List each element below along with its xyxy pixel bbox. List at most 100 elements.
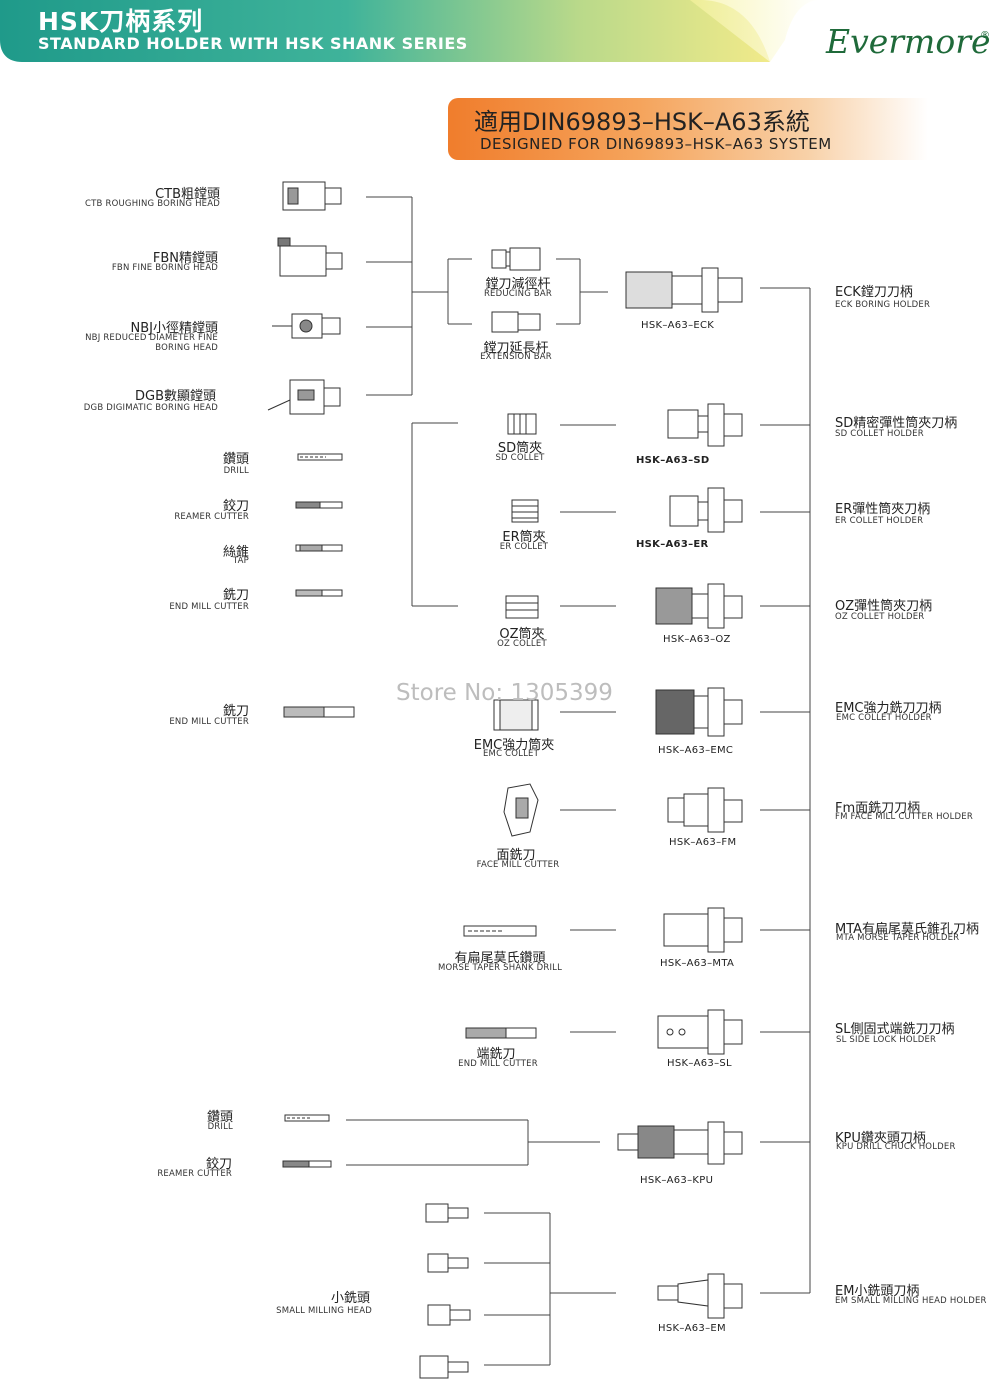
er-collet-label-en: ER COLLET [499,542,549,552]
er-collet-label-cn: ER筒夾 [502,530,546,545]
model-kpu: HSK–A63–KPU [640,1175,714,1186]
fbn-head-icon [277,237,343,277]
brand-logo: Evermore [826,22,991,61]
nbj-label-en2: BORING HEAD [155,343,218,353]
hsk-er-holder-icon [669,487,743,533]
holder-mta-en: MTA MORSE TAPER HOLDER [836,933,960,943]
dgb-label-cn: DGB數顯鏜頭 [134,389,216,404]
reamer2-label-cn: 鉸刀 [205,1157,232,1172]
holder-eck-cn: ECK鏜刀刀柄 [835,285,913,300]
emc-collet-label-en: EMC COLLET [482,749,539,759]
fbn-label-en: FBN FINE BORING HEAD [111,263,218,273]
reamer-label-cn: 鉸刀 [222,499,249,514]
nbj-label-cn: NBJ小徑精鏜頭 [130,321,218,336]
smallmill-label-en: SMALL MILLING HEAD [276,1306,372,1316]
hsk-eck-holder-icon [625,267,743,313]
er-collet-icon [511,499,539,523]
extension-bar-label-cn: 鏜刀延長杆 [483,341,549,356]
model-emc: HSK–A63–EMC [658,745,734,756]
sd-collet-label-en: SD COLLET [495,453,545,463]
holder-er-cn: ER彈性筒夾刀柄 [835,502,931,517]
hsk-sl-holder-icon [657,1009,743,1055]
holder-em-cn: EM小銑頭刀柄 [835,1284,920,1299]
model-mta: HSK–A63–MTA [660,958,735,969]
small-milling-head-1-icon [425,1203,469,1223]
reducing-bar-label-cn: 鏜刀減徑杆 [485,277,551,292]
drill2-label-en: DRILL [207,1122,233,1132]
tap-label-cn: 絲錐 [222,545,249,560]
model-er: HSK–A63–ER [636,539,709,550]
face-mill-label-en: FACE MILL CUTTER [476,860,560,870]
holder-er-en: ER COLLET HOLDER [835,516,924,526]
holder-eck-en: ECK BORING HOLDER [835,300,931,310]
system-title-cn: 適用DIN69893–HSK–A63系統 [474,108,810,136]
extension-bar-label-en: EXTENSION BAR [480,352,552,362]
drill-label-cn: 鑽頭 [222,452,249,467]
fbn-label-cn: FBN精鏜頭 [152,251,218,266]
oz-collet-label-en: OZ COLLET [497,639,547,649]
holder-fm-cn: Fm面銑刀刀柄 [835,801,921,816]
model-sd: HSK–A63–SD [636,455,710,466]
nbj-head-icon [272,313,341,339]
reamer-label-en: REAMER CUTTER [174,512,249,522]
drill-label-en: DRILL [223,466,249,476]
model-eck: HSK–A63–ECK [641,320,715,331]
hsk-oz-holder-icon [655,583,743,629]
header-band [0,0,820,62]
emc-collet-icon [493,699,539,731]
holder-sd-cn: SD精密彈性筒夾刀柄 [835,416,958,431]
model-fm: HSK–A63–FM [669,837,737,848]
endmill-label-en: END MILL CUTTER [169,602,249,612]
holder-oz-en: OZ COLLET HOLDER [835,612,925,622]
system-title-en: DESIGNED FOR DIN69893–HSK–A63 SYSTEM [480,135,832,153]
hsk-em-holder-icon [657,1273,743,1319]
dgb-head-icon [267,379,341,415]
morse-drill-label-en: MORSE TAPER SHANK DRILL [437,963,563,973]
sd-collet-label-cn: SD筒夾 [497,441,543,456]
drill2-label-cn: 鑽頭 [206,1110,233,1125]
end-mill-cutter-icon [465,1027,537,1039]
extension-bar-icon [491,311,541,333]
emc-collet-label-cn: EMC強力筒夾 [473,738,555,753]
reamer-2-icon [282,1160,332,1168]
model-sl: HSK–A63–SL [667,1058,732,1069]
end-mill-label-cn: 端銑刀 [476,1047,516,1062]
oz-collet-label-cn: OZ筒夾 [499,627,545,642]
system-banner [448,98,928,160]
store-watermark: Store No: 1305399 [396,680,613,706]
tap-label-en: TAP [232,556,249,566]
ctb-label-en: CTB ROUGHING BORING HEAD [85,199,220,209]
holder-sl-cn: SL側固式端銑刀刀柄 [835,1022,955,1037]
drill-2-icon [284,1114,330,1122]
model-oz: HSK–A63–OZ [663,634,731,645]
smallmill-label-cn: 小銑頭 [330,1291,370,1306]
small-milling-head-4-icon [419,1355,469,1379]
hsk-mta-holder-icon [663,907,743,953]
endmill2-label-cn: 銑刀 [222,704,249,719]
morse-drill-icon [463,925,537,937]
end-mill-label-en: END MILL CUTTER [458,1059,538,1069]
holder-emc-en: EMC COLLET HOLDER [836,713,932,723]
oz-collet-icon [505,595,539,619]
face-mill-icon [503,783,539,837]
hsk-emc-holder-icon [655,687,743,737]
header-title-en: STANDARD HOLDER WITH HSK SHANK SERIES [38,34,468,53]
holder-kpu-en: KPU DRILL CHUCK HOLDER [836,1142,956,1152]
model-em: HSK–A63–EM [658,1323,726,1334]
dgb-label-en: DGB DIGIMATIC BORING HEAD [83,403,218,413]
reamer2-label-en: REAMER CUTTER [157,1169,232,1179]
holder-em-en: EM SMALL MILLING HEAD HOLDER [835,1296,987,1306]
holder-sl-en: SL SIDE LOCK HOLDER [836,1035,937,1045]
hsk-kpu-holder-icon [617,1121,743,1165]
hsk-sd-holder-icon [667,403,743,447]
holder-mta-cn: MTA有扁尾莫氏錐孔刀柄 [835,922,980,937]
morse-drill-label-cn: 有扁尾莫氏鑽頭 [454,951,546,966]
end-mill-icon [295,589,343,597]
holder-fm-en: FM FACE MILL CUTTER HOLDER [835,812,973,822]
holder-kpu-cn: KPU鑽夾頭刀柄 [835,1131,926,1146]
header-title-cn: HSK刀柄系列 [38,7,204,36]
small-milling-head-2-icon [427,1253,469,1273]
brand-registered-mark: ® [980,30,990,41]
